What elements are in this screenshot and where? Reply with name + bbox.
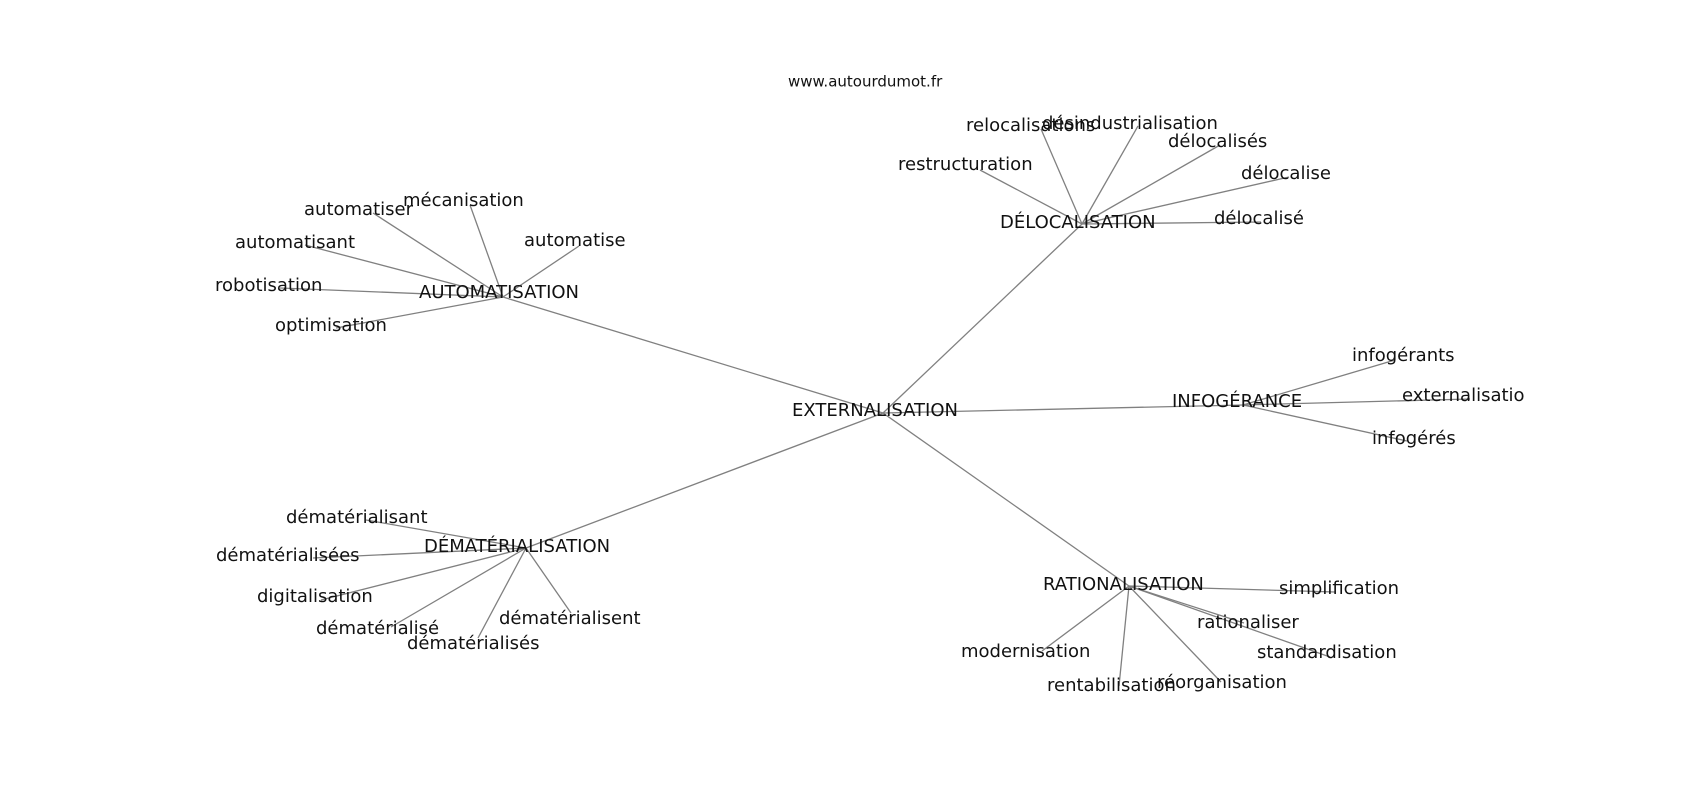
term-mecanisation: mécanisation	[403, 190, 524, 211]
term-dematerialisent: dématérialisent	[499, 608, 641, 629]
hub-label-automatisation: AUTOMATISATION	[419, 282, 579, 303]
term-desindustrialisation: désindustrialisation	[1042, 113, 1218, 134]
hub-term-edge	[1081, 221, 1262, 225]
term-rentabilisation: rentabilisation	[1047, 675, 1176, 696]
graph-edges	[279, 125, 1471, 687]
root-hub-edge	[882, 223, 1083, 414]
term-delocalise-participle: délocalisé	[1214, 208, 1304, 229]
hub-term-edge	[1242, 404, 1408, 442]
term-relocalisations: relocalisations	[966, 115, 1095, 136]
root-hub-edge	[882, 412, 1130, 587]
term-digitalisation: digitalisation	[257, 586, 373, 607]
hub-label-infogerance: INFOGÉRANCE	[1172, 390, 1302, 412]
term-rationaliser: rationaliser	[1197, 612, 1299, 633]
hub-term-edge	[525, 547, 572, 614]
term-delocalises: délocalisés	[1168, 131, 1267, 152]
hub-term-edge	[390, 547, 527, 628]
hub-term-edge	[335, 296, 504, 329]
hub-term-edge	[477, 547, 527, 639]
root-node-label: EXTERNALISATION	[792, 400, 958, 421]
root-hub-edge	[502, 296, 884, 414]
hub-term-edge	[1081, 144, 1221, 225]
hub-term-edge	[320, 547, 527, 601]
hub-term-edge	[1081, 125, 1139, 225]
root-hub-edge	[882, 404, 1244, 414]
term-infogerants: infogérants	[1352, 345, 1455, 366]
hub-label-rationalisation: RATIONALISATION	[1043, 574, 1204, 595]
term-automatise: automatise	[524, 230, 626, 251]
term-dematerialises: dématérialisés	[407, 633, 539, 654]
hub-term-edge	[1242, 359, 1396, 406]
hub-term-edge	[1081, 176, 1290, 225]
term-reorganisation: réorganisation	[1157, 672, 1287, 693]
term-infogeres: infogérés	[1372, 428, 1456, 449]
hub-term-edge	[1128, 585, 1222, 683]
term-optimisation: optimisation	[275, 315, 387, 336]
hub-term-edge	[1040, 128, 1083, 225]
hub-term-edge	[1128, 585, 1331, 658]
hub-term-edge	[304, 244, 504, 298]
source-label: www.autourdumot.fr	[788, 73, 943, 91]
hub-label-delocalisation: DÉLOCALISATION	[1000, 211, 1156, 233]
term-standardisation: standardisation	[1257, 642, 1397, 663]
term-robotisation: robotisation	[215, 275, 322, 296]
hub-term-edge	[1128, 585, 1336, 593]
term-externalisatio: externalisatio	[1402, 385, 1525, 406]
hub-term-edge	[312, 547, 527, 559]
hub-term-edge	[1242, 398, 1471, 406]
root-hub-edge	[525, 412, 884, 549]
hub-term-edge	[979, 169, 1083, 225]
hub-term-edge	[372, 212, 504, 298]
term-dematerialisant: dématérialisant	[286, 507, 428, 528]
term-simplification: simplification	[1279, 578, 1399, 599]
hub-term-edge	[365, 519, 527, 549]
hub-term-edge	[1041, 585, 1130, 652]
hub-label-dematerialisation: DÉMATÉRIALISATION	[424, 535, 610, 557]
term-restructuration: restructuration	[898, 154, 1033, 175]
term-delocalise: délocalise	[1241, 163, 1331, 184]
term-dematerialisees: dématérialisées	[216, 545, 360, 566]
term-automatiser: automatiser	[304, 199, 414, 220]
hub-term-edge	[1118, 585, 1130, 687]
hub-term-edge	[469, 204, 504, 298]
term-automatisant: automatisant	[235, 232, 355, 253]
term-dematerialise: dématérialisé	[316, 618, 439, 639]
hub-term-edge	[502, 245, 580, 298]
hub-term-edge	[279, 287, 504, 298]
term-modernisation: modernisation	[961, 641, 1090, 662]
